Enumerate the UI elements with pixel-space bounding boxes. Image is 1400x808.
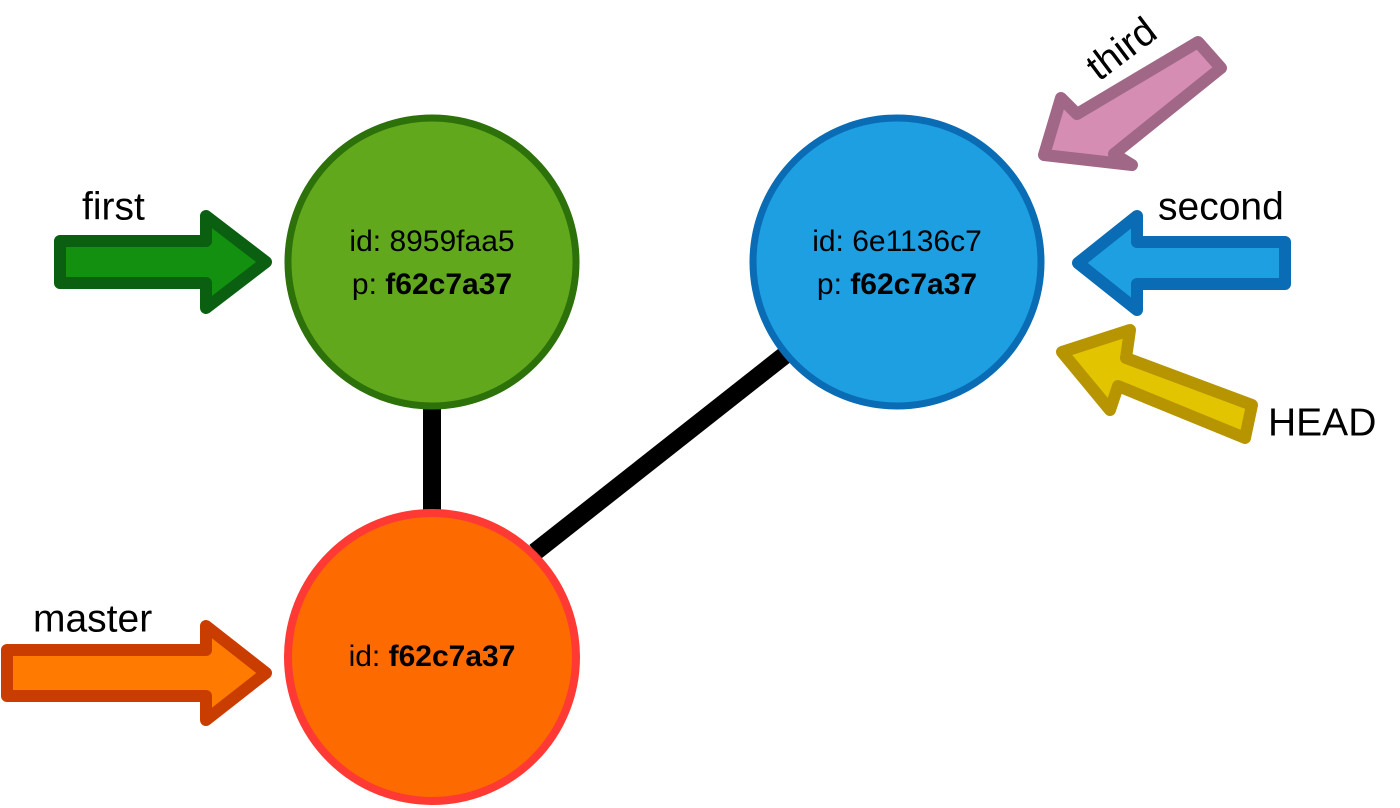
second-pointer-arrow [1072, 210, 1291, 316]
first-commit-id: id: 8959faa5 [349, 225, 514, 258]
second-commit-parent-value: f62c7a37 [850, 268, 977, 301]
master-commit-node [284, 509, 580, 805]
first-commit-id-prefix: id: [349, 225, 389, 258]
first-commit-parent: p: f62c7a37 [352, 268, 512, 301]
master-pointer-arrow [1, 620, 272, 726]
first-commit-parent-prefix: p: [352, 268, 385, 301]
master-commit-id-value: f62c7a37 [389, 640, 516, 673]
second-commit-id: id: 6e1136c7 [812, 225, 982, 258]
second-commit-parent: p: f62c7a37 [817, 268, 977, 301]
second-commit-id-value: 6e1136c7 [852, 225, 982, 258]
second-commit-id-prefix: id: [812, 225, 852, 258]
second-label: second [1158, 185, 1284, 228]
first-label: first [82, 185, 145, 228]
edge-master-to-second [529, 347, 791, 560]
head-label: HEAD [1268, 401, 1376, 444]
first-pointer-arrow [54, 210, 272, 314]
head-pointer-arrow [1056, 324, 1258, 444]
master-commit-id-prefix: id: [349, 640, 389, 673]
third-pointer-arrow [1038, 36, 1227, 171]
first-commit-parent-value: f62c7a37 [385, 268, 512, 301]
first-commit-id-value: 8959faa5 [389, 225, 514, 258]
master-commit-id: id: f62c7a37 [349, 640, 516, 673]
second-commit-node [749, 114, 1045, 410]
second-commit-parent-prefix: p: [817, 268, 850, 301]
master-label: master [33, 597, 152, 640]
first-commit-node [284, 114, 580, 410]
